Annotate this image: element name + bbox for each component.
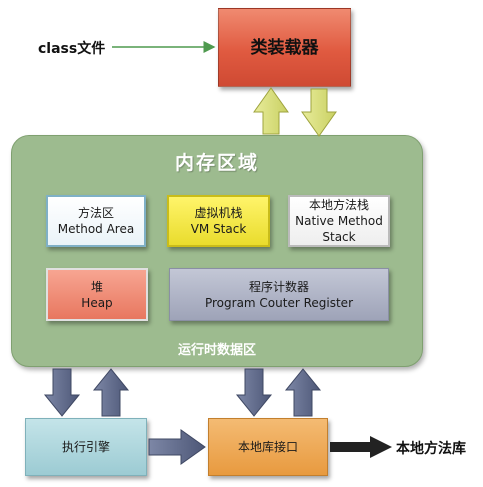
- pc-register-en: Program Couter Register: [204, 295, 353, 310]
- memory-area: 内存区域 方法区 Method Area 虚拟机栈 VM Stack 本地方法栈…: [11, 135, 423, 367]
- heap-box[interactable]: 堆 Heap: [46, 268, 148, 321]
- native-interface-label: 本地库接口: [237, 440, 298, 454]
- method-area-box[interactable]: 方法区 Method Area: [46, 195, 146, 247]
- heap-en: Heap: [81, 295, 113, 310]
- engine-to-memory-arrow: [92, 368, 130, 417]
- native-method-stack-box[interactable]: 本地方法栈 Native Method Stack: [288, 195, 390, 247]
- native-stack-cn: 本地方法栈: [308, 198, 369, 212]
- method-area-en: Method Area: [57, 222, 135, 236]
- vm-stack-box[interactable]: 虚拟机栈 VM Stack: [167, 195, 270, 247]
- vm-stack-cn: 虚拟机栈: [194, 206, 243, 220]
- vm-stack-en: VM Stack: [190, 222, 247, 236]
- native-method-library-label: 本地方法库: [396, 441, 466, 457]
- native-stack-en-1: Native Method: [295, 214, 383, 228]
- class-loader-box[interactable]: 类装载器: [218, 8, 351, 87]
- pc-register-cn: 程序计数器: [248, 279, 309, 294]
- memory-area-title: 内存区域: [174, 152, 259, 174]
- native-iface-to-memory-arrow: [284, 368, 322, 417]
- native-stack-en-2: Stack: [322, 230, 356, 244]
- method-area-cn: 方法区: [77, 206, 114, 220]
- class-file-label: class文件: [38, 41, 106, 57]
- runtime-data-area-label: 运行时数据区: [177, 343, 256, 358]
- loader-to-memory-arrow: [301, 88, 337, 137]
- program-counter-register-box[interactable]: 程序计数器 Program Couter Register: [169, 268, 389, 321]
- native-interface-box[interactable]: 本地库接口: [208, 418, 328, 476]
- native-iface-to-library-arrow: [330, 436, 392, 458]
- execution-engine-box[interactable]: 执行引擎: [25, 418, 147, 476]
- execution-engine-label: 执行引擎: [61, 440, 110, 454]
- memory-to-loader-arrow: [253, 87, 289, 135]
- engine-to-native-iface-arrow: [148, 429, 206, 465]
- memory-to-engine-arrow: [43, 368, 81, 417]
- memory-to-native-iface-arrow: [235, 368, 273, 417]
- heap-cn: 堆: [90, 279, 103, 294]
- class-loader-label: 类装载器: [250, 37, 319, 58]
